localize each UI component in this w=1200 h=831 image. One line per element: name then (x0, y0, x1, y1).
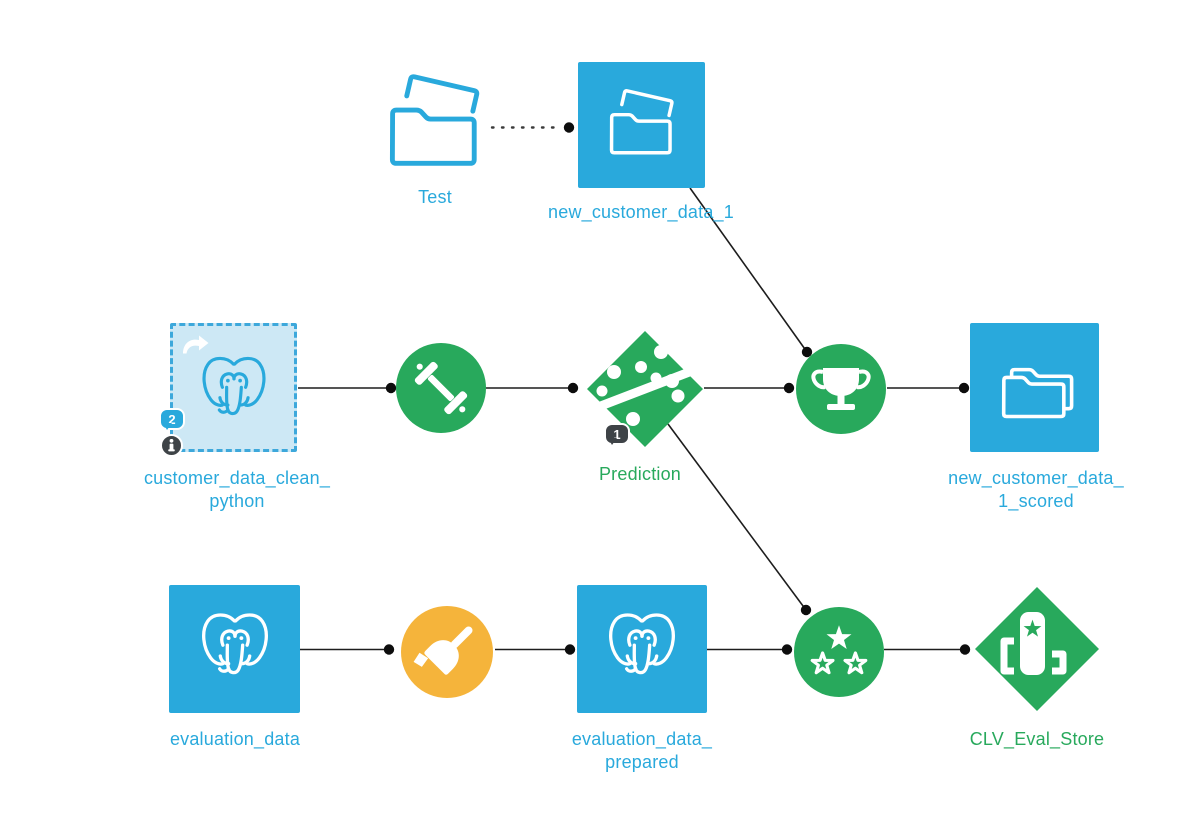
postgresql-elephant-icon (190, 347, 278, 435)
model-evaluation-store-icon (975, 587, 1099, 711)
comment-count: 2 (168, 411, 176, 427)
label-prediction[interactable]: Prediction (598, 464, 682, 484)
info-icon (168, 439, 175, 452)
node-test-folder[interactable] (380, 70, 490, 178)
node-evaluate-recipe[interactable] (794, 607, 884, 697)
node-evaluation-data-prepared[interactable] (577, 585, 707, 713)
comment-count: 1 (613, 426, 621, 442)
saved-model-icon (580, 331, 710, 447)
node-score-recipe[interactable] (796, 344, 886, 434)
postgresql-elephant-icon (596, 603, 688, 695)
double-folder-icon (996, 351, 1074, 425)
share-arrow-icon (183, 335, 209, 354)
label-clv-eval-store[interactable]: CLV_Eval_Store (969, 729, 1105, 749)
node-clv-eval-store[interactable] (970, 582, 1104, 716)
label-customer-data-clean-python[interactable]: customer_data_clean_ python (117, 467, 357, 513)
folder-outline-icon (382, 74, 488, 175)
label-line-2: prepared (605, 752, 679, 772)
comment-count-badge[interactable]: 2 (159, 408, 185, 430)
label-evaluation-data-prepared[interactable]: evaluation_data_ prepared (522, 728, 762, 774)
label-new-customer-data-1[interactable]: new_customer_data_1 (548, 202, 734, 222)
broom-icon (413, 626, 473, 675)
label-line-1: customer_data_clean_ (143, 468, 331, 488)
folder-icon (604, 89, 680, 161)
label-line-2: 1_scored (998, 491, 1074, 511)
node-evaluation-data[interactable] (169, 585, 300, 713)
label-line-1: new_customer_data_ (948, 468, 1124, 488)
label-line-1: evaluation_data_ (571, 729, 713, 749)
node-customer-data-clean-python[interactable]: 2 (159, 323, 297, 457)
trophy-icon (811, 368, 871, 410)
label-evaluation-data[interactable]: evaluation_data (169, 729, 301, 749)
node-prediction-model[interactable] (580, 324, 710, 454)
postgresql-elephant-icon (189, 603, 281, 695)
node-prepare-recipe[interactable] (401, 606, 493, 698)
dumbbell-icon (414, 361, 468, 415)
info-badge[interactable] (160, 434, 183, 457)
label-line-2: python (209, 491, 265, 511)
comment-count-badge[interactable]: 1 (604, 423, 630, 445)
label-new-customer-data-1-scored[interactable]: new_customer_data_ 1_scored (916, 467, 1156, 513)
node-new-customer-data-1[interactable] (578, 62, 705, 188)
stars-icon (810, 625, 868, 675)
node-new-customer-data-1-scored[interactable] (970, 323, 1099, 452)
node-train-recipe[interactable] (396, 343, 486, 433)
label-test-folder[interactable]: Test (418, 187, 452, 207)
